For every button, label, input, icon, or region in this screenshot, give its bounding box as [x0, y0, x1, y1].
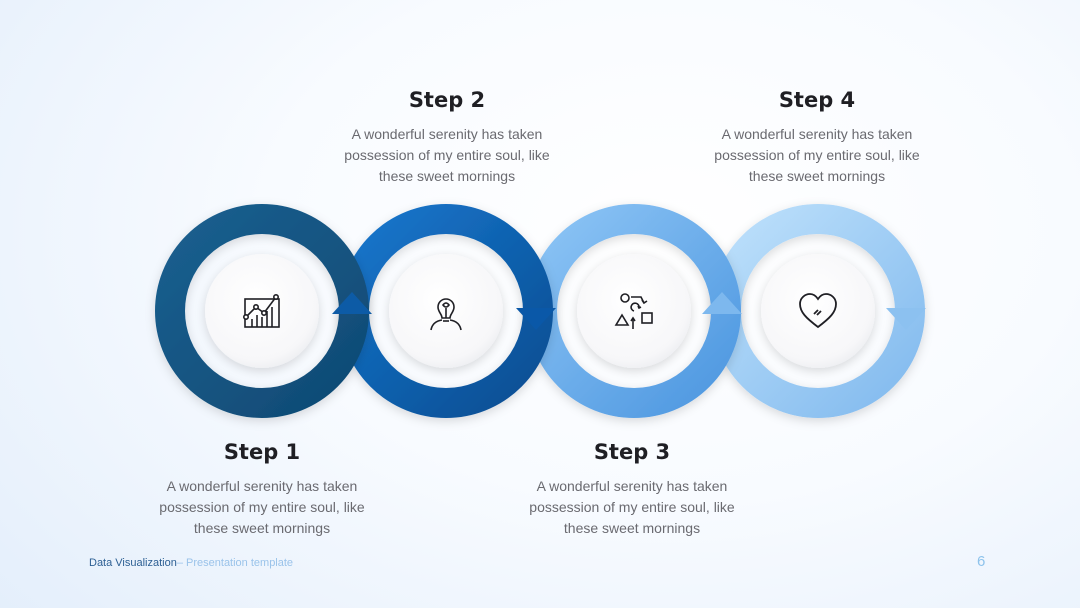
ring-step-1: [155, 204, 372, 418]
chart-growth-icon: [242, 291, 282, 331]
step-3-block: Step 3 A wonderful serenity has taken po…: [512, 440, 752, 539]
footer: Data Visualization– Presentation templat…: [89, 557, 293, 569]
idea-head-icon: [426, 291, 466, 331]
ring-3-arrow: [702, 292, 742, 314]
step-1-title: Step 1: [223, 440, 301, 464]
footer-subtitle: – Presentation template: [176, 557, 294, 569]
step-3-desc: A wonderful serenity has taken possessio…: [529, 478, 735, 536]
step-4-title: Step 4: [778, 88, 856, 112]
shapes-cycle-icon: [614, 291, 654, 331]
step-2-block: Step 2 A wonderful serenity has taken po…: [327, 88, 567, 187]
step-1-block: Step 1 A wonderful serenity has taken po…: [142, 440, 382, 539]
step-2-title: Step 2: [408, 88, 486, 112]
page-number: 6: [977, 553, 986, 570]
footer-brand: Data Visualization: [89, 557, 177, 569]
ring-1-arrow: [332, 292, 372, 314]
step-4-desc: A wonderful serenity has taken possessio…: [714, 126, 920, 184]
step-4-block: Step 4 A wonderful serenity has taken po…: [697, 88, 937, 187]
ring-4-arrow: [886, 308, 926, 330]
heart-icon: [798, 291, 838, 331]
step-1-desc: A wonderful serenity has taken possessio…: [159, 478, 365, 536]
step-3-title: Step 3: [593, 440, 671, 464]
step-2-desc: A wonderful serenity has taken possessio…: [344, 126, 550, 184]
ring-2-arrow: [516, 308, 556, 330]
